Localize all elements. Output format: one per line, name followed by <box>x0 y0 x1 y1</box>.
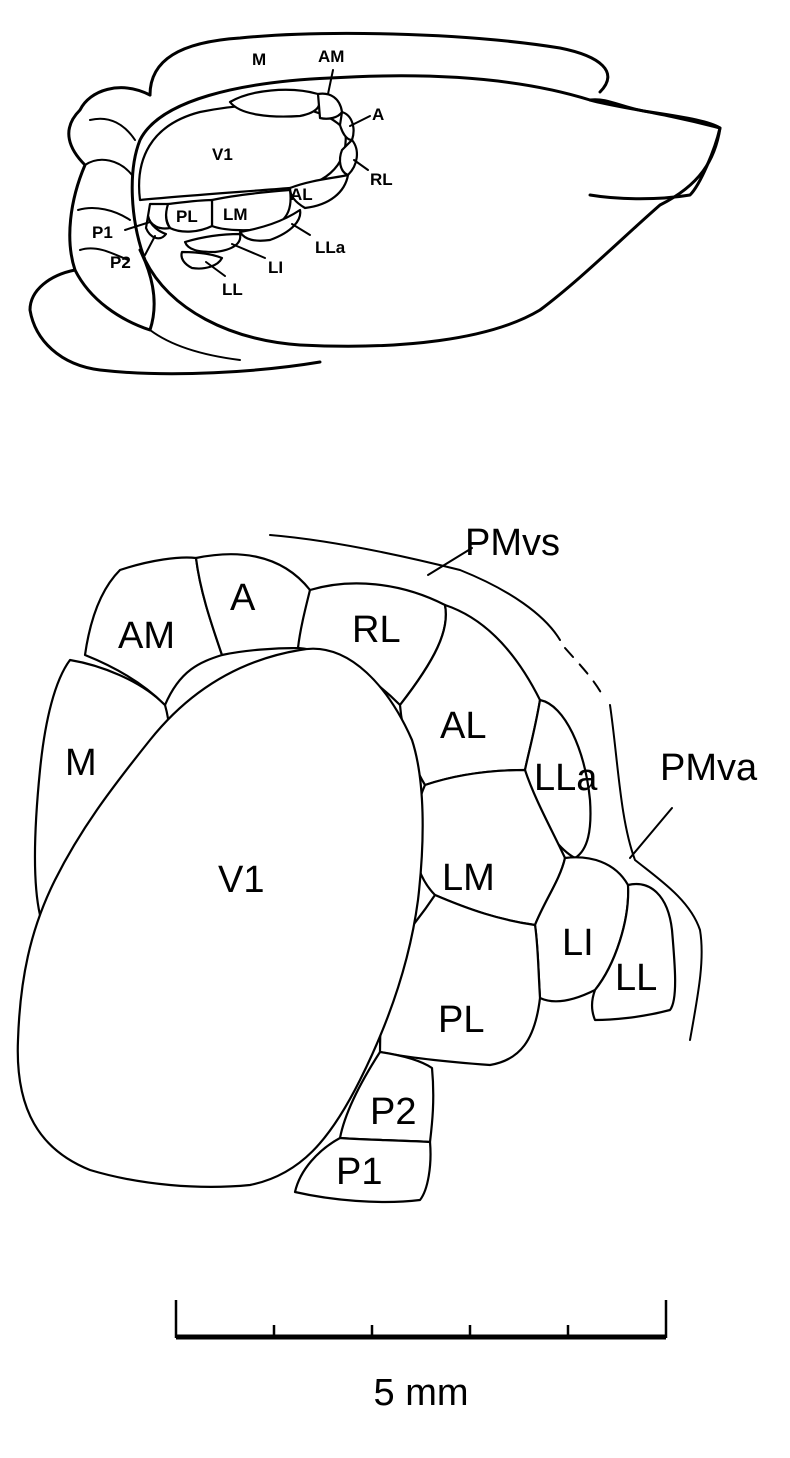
flat-ll-region <box>590 883 677 1022</box>
flat-p1-region <box>293 1136 432 1204</box>
top-label-am: AM <box>318 47 344 66</box>
brainstem-outline <box>28 268 322 376</box>
leader-line-pmvs <box>427 547 473 576</box>
leader-line-top-a <box>349 115 371 127</box>
flat-label-p2: P2 <box>370 1091 416 1133</box>
flat-cortex-map: PMvs A AM RL M AL LLa PMva V1 LM LI LL P… <box>16 522 758 1204</box>
flat-label-am: AM <box>118 615 175 657</box>
pons-outline <box>149 329 241 361</box>
pmvs-boundary <box>269 534 561 641</box>
cerebellum-folia <box>77 117 136 261</box>
flat-label-lm: LM <box>442 857 495 899</box>
top-label-pl: PL <box>176 207 198 226</box>
brain-lateral-view: M AM A V1 RL AL PL LM P1 P2 LLa LI LL <box>28 31 722 376</box>
top-label-ll: LL <box>222 280 243 299</box>
flat-label-pl: PL <box>438 999 484 1041</box>
flat-v1-region <box>16 647 424 1188</box>
flat-label-rl: RL <box>352 609 401 651</box>
top-label-rl: RL <box>370 170 393 189</box>
leader-line-top-ll <box>205 261 226 277</box>
top-lm-region <box>210 188 292 232</box>
flat-label-al: AL <box>440 705 486 747</box>
flat-label-lla: LLa <box>534 757 598 799</box>
scale-bar: 5 mm <box>174 1300 668 1414</box>
leader-line-pmva <box>629 807 673 859</box>
leader-line-top-p2 <box>144 235 156 256</box>
flat-li-region <box>533 856 630 1003</box>
top-label-al: AL <box>290 185 313 204</box>
hemisphere-outline <box>130 74 722 348</box>
flat-label-pmva: PMva <box>660 747 758 789</box>
scale-bar-label: 5 mm <box>374 1372 469 1414</box>
flat-label-ll: LL <box>615 957 657 999</box>
leader-line-top-li <box>231 243 266 259</box>
cerebellum-outline <box>67 86 156 332</box>
flat-label-p1: P1 <box>336 1151 382 1193</box>
olfactory-bulb-outline <box>588 98 722 201</box>
pmvs-dashed-boundary <box>564 647 606 701</box>
dorsal-hemisphere-outline <box>148 31 610 97</box>
top-label-lm: LM <box>223 205 248 224</box>
top-label-v1: V1 <box>212 145 233 164</box>
flat-label-v1: V1 <box>218 859 264 901</box>
top-li-region <box>183 232 242 254</box>
leader-line-top-rl <box>353 159 369 171</box>
top-label-p1: P1 <box>92 223 113 242</box>
flat-label-pmvs: PMvs <box>465 522 560 564</box>
leader-line-top-am <box>327 69 334 95</box>
leader-line-top-p1 <box>124 221 151 231</box>
top-p2-region <box>144 214 168 240</box>
flat-label-a: A <box>230 577 256 619</box>
top-label-li: LI <box>268 258 283 277</box>
leader-line-top-lla <box>291 223 311 236</box>
top-ll-region <box>180 250 224 270</box>
flat-label-m: M <box>65 742 97 784</box>
top-lla-region <box>238 208 302 242</box>
top-label-lla: LLa <box>315 238 346 257</box>
top-label-m: M <box>252 50 266 69</box>
top-label-p2: P2 <box>110 253 131 272</box>
top-label-a: A <box>372 105 384 124</box>
top-al-region <box>288 173 350 210</box>
pmva-boundary <box>609 704 703 1041</box>
top-am-region <box>316 92 344 120</box>
flat-label-li: LI <box>562 922 594 964</box>
